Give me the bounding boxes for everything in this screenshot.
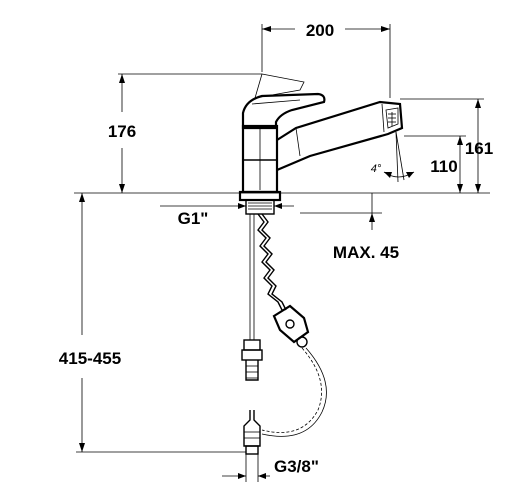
dim-label-200: 200 (306, 21, 334, 40)
dim-spout-reach: 200 (261, 21, 391, 98)
angle-label: 4° (371, 163, 382, 175)
dim-outlet-clearance: 110 (404, 135, 466, 193)
dim-label-g38: G3/8" (274, 457, 319, 476)
dim-label-161: 161 (465, 139, 493, 158)
dim-label-110: 110 (430, 157, 457, 176)
dim-length-below-deck: 415-455 (59, 193, 246, 453)
supply-assembly (241, 213, 327, 455)
dim-label-176: 176 (108, 122, 136, 141)
faucet-body (238, 73, 404, 215)
dim-label-415-455: 415-455 (59, 349, 121, 368)
dim-max-deck: MAX. 45 (300, 193, 399, 262)
spray-angle-indicator: 4° (371, 131, 415, 183)
dim-label-g1: G1" (178, 209, 209, 228)
dim-height-above-deck: 176 (108, 73, 262, 193)
dim-label-max45: MAX. 45 (333, 243, 399, 262)
dim-outlet-height: 161 (400, 98, 493, 193)
dim-thread-top: G1" (160, 203, 294, 228)
dim-thread-bottom: G3/8" (222, 454, 319, 482)
